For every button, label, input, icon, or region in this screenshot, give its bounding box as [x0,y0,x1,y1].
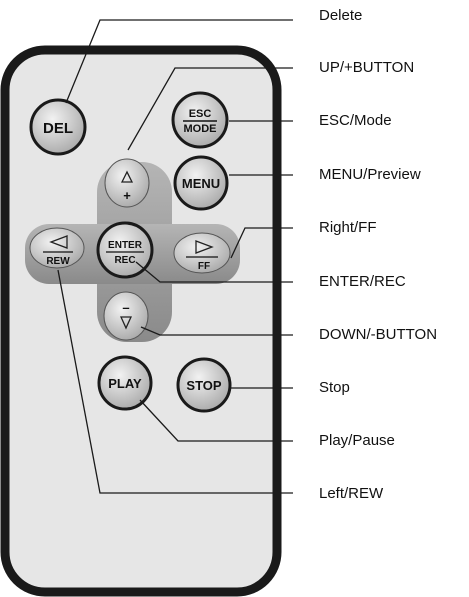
menu-button[interactable]: MENU [173,155,229,211]
rew-label: REW [46,256,70,267]
callout-left-rew: Left/REW [319,485,384,502]
stop-button-label: STOP [186,378,221,393]
line-right [230,227,293,259]
down-button[interactable]: – [103,291,149,341]
right-ff-button[interactable]: FF [173,232,231,274]
callout-delete: Delete [319,7,363,24]
left-rew-button[interactable]: REW [29,227,85,269]
del-button-label: DEL [43,120,73,137]
play-button[interactable]: PLAY [97,355,153,411]
right-arrow-icon [195,240,214,254]
callout-lines [57,19,293,494]
line-enter [135,261,293,283]
rec-label: REC [114,255,135,266]
down-arrow-icon [119,316,133,330]
callout-down-minus: DOWN/-BUTTON [319,326,438,343]
line-up [127,67,293,151]
esc-mode-button[interactable]: ESC MODE [171,91,229,149]
stop-button[interactable]: STOP [176,357,232,413]
callout-enter-rec: ENTER/REC [319,273,406,290]
callout-menu-preview: MENU/Preview [319,166,421,183]
enter-label: ENTER [108,240,143,251]
callout-right-ff: Right/FF [319,219,377,236]
down-minus-sign: – [122,300,129,315]
up-arrow-icon [120,170,134,183]
play-button-label: PLAY [108,376,142,391]
del-button[interactable]: DEL [29,98,87,156]
callout-play-pause: Play/Pause [319,432,395,449]
mode-label: MODE [184,123,217,135]
callout-stop: Stop [319,379,350,396]
callout-up-plus: UP/+BUTTON [319,59,415,76]
up-button[interactable]: + [104,158,150,208]
menu-button-label: MENU [182,176,220,191]
line-down [140,326,293,336]
line-play [139,399,293,442]
esc-label: ESC [189,108,212,120]
ff-label: FF [198,261,210,272]
line-delete [65,19,293,104]
left-arrow-icon [49,235,68,249]
callout-esc-mode: ESC/Mode [319,112,392,129]
up-plus-sign: + [123,188,131,203]
line-left [57,269,293,494]
